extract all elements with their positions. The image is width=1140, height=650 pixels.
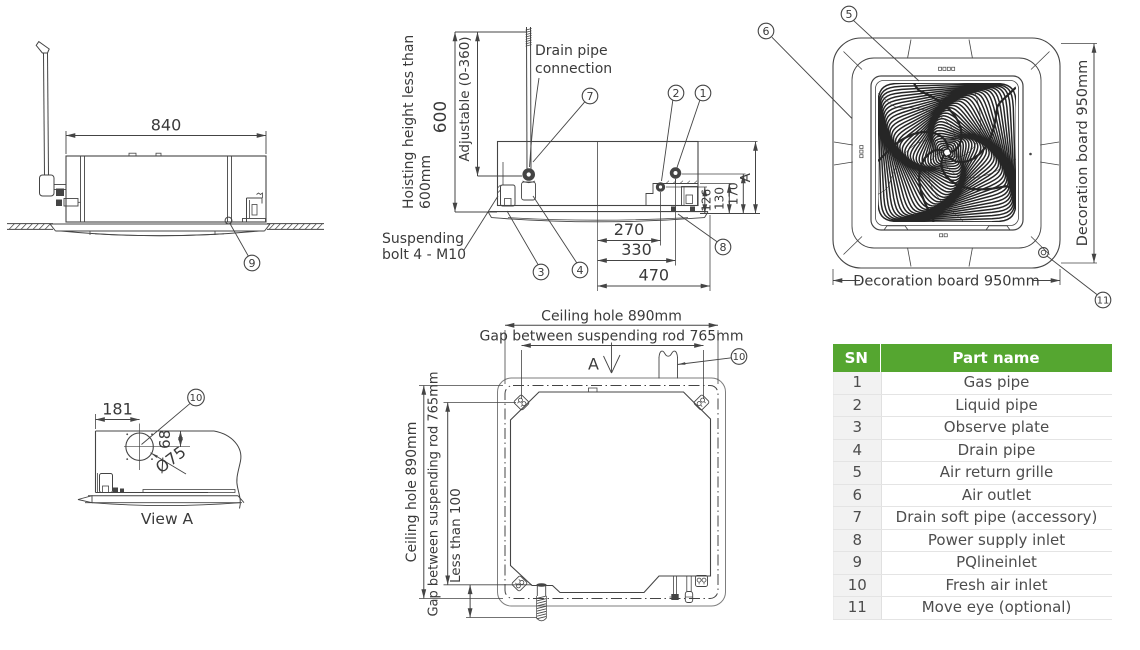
- callout-9-number: 9: [249, 257, 256, 270]
- table-cell-part-name: Liquid pipe: [881, 394, 1112, 416]
- table-header-row: SN Part name: [833, 343, 1112, 372]
- callout-2: 2: [667, 84, 685, 102]
- view-a-caption: View A: [141, 510, 194, 528]
- callout-6-number: 6: [763, 25, 770, 38]
- table-cell-part-name: Observe plate: [881, 417, 1112, 439]
- table-cell-sn: 4: [833, 439, 882, 461]
- table-cell-sn: 1: [833, 372, 882, 394]
- callout-5: 5: [840, 5, 858, 23]
- callout-11: 11: [1094, 291, 1112, 309]
- table-row: 2 Liquid pipe: [833, 394, 1112, 417]
- callout-1-number: 1: [700, 87, 707, 100]
- callout-3-number: 3: [538, 266, 545, 279]
- less-than-100-label: Less than 100: [448, 488, 464, 583]
- callout-6: 6: [757, 22, 775, 40]
- suspending-bolt-label-line1: Suspending: [382, 231, 464, 247]
- table-cell-sn: 6: [833, 484, 882, 506]
- table-row: 10 Fresh air inlet: [833, 574, 1112, 597]
- table-cell-part-name: Gas pipe: [881, 372, 1112, 394]
- dim-270-label: 270: [614, 220, 645, 239]
- table-cell-part-name: Fresh air inlet: [881, 574, 1112, 596]
- dim-181-label: 181: [102, 400, 133, 419]
- dim-68-label: 68: [156, 430, 174, 449]
- rod-gap-left-label: Gap between suspending rod 765mm: [427, 371, 442, 616]
- callout-3: 3: [532, 263, 550, 281]
- callout-10-view-a-number: 10: [190, 393, 203, 404]
- table-row: 1 Gas pipe: [833, 372, 1112, 395]
- fan-grille-swirl: [878, 83, 1016, 222]
- callout-8-number: 8: [720, 241, 727, 254]
- table-cell-part-name: Air outlet: [881, 484, 1112, 506]
- table-cell-sn: 7: [833, 507, 882, 529]
- table-row: 11 Move eye (optional): [833, 597, 1112, 620]
- table-row: 6 Air outlet: [833, 484, 1112, 507]
- corner-hanger: [511, 575, 528, 592]
- dim-330-label: 330: [621, 240, 652, 259]
- table-header-sn: SN: [833, 343, 881, 372]
- table-row: 9 PQlineinlet: [833, 552, 1112, 575]
- callout-4: 4: [571, 261, 589, 279]
- table-row: 3 Observe plate: [833, 417, 1112, 440]
- side-view: 840: [7, 40, 324, 237]
- dim-840-label: 840: [151, 116, 182, 135]
- dim-470-label: 470: [639, 266, 670, 285]
- table-row: 5 Air return grille: [833, 462, 1112, 485]
- ceiling-hole-left-label: Ceiling hole 890mm: [404, 422, 420, 563]
- table-cell-sn: 5: [833, 462, 882, 484]
- dim-600-label: 600: [431, 101, 451, 133]
- table-cell-part-name: PQlineinlet: [881, 552, 1112, 574]
- callout-10-view-a: 10: [187, 388, 205, 407]
- decoration-board-side-label: Decoration board 950mm: [1075, 60, 1091, 247]
- dim-130-label: 130: [712, 187, 726, 210]
- table-cell-part-name: Power supply inlet: [881, 529, 1112, 551]
- callout-5-number: 5: [846, 8, 853, 21]
- adjustable-label: Adjustable (0-360): [457, 36, 473, 161]
- hoisting-height-label-line2: 600mm: [418, 155, 434, 209]
- table-cell-part-name: Drain soft pipe (accessory): [881, 507, 1112, 529]
- table-cell-sn: 2: [833, 394, 882, 416]
- callout-7-number: 7: [587, 90, 594, 103]
- table-cell-sn: 11: [833, 597, 882, 619]
- table-cell-sn: 3: [833, 417, 882, 439]
- section-view: 600 Adjustable (0-360) Hoisting height l…: [382, 26, 760, 291]
- callout-10-plan-number: 10: [733, 352, 746, 363]
- corner-hanger: [693, 394, 710, 411]
- table-cell-part-name: Air return grille: [881, 462, 1112, 484]
- drain-pipe-connection-label-line1: Drain pipe: [535, 43, 608, 59]
- callout-8: 8: [714, 238, 732, 256]
- decoration-board-view: Decoration board 950mm Decoration board …: [832, 37, 1097, 290]
- callout-1: 1: [694, 84, 712, 102]
- callout-10-plan: 10: [730, 348, 748, 365]
- table-row: 8 Power supply inlet: [833, 529, 1112, 552]
- plan-view: A Ceiling hole 890mm Gap between suspend…: [404, 308, 744, 622]
- parts-table: SN Part name 1 Gas pipe 2 Liquid pipe 3 …: [833, 343, 1112, 620]
- callout-4-number: 4: [577, 264, 584, 277]
- callout-2-number: 2: [673, 87, 680, 100]
- table-row: 7 Drain soft pipe (accessory): [833, 507, 1112, 530]
- callout-group: 9 7 2 1 3 4 8 5 6 11 10 10: [141, 5, 1112, 445]
- hoisting-height-label-line1: Hoisting height less than: [401, 35, 417, 209]
- dim-170-label: 170: [726, 182, 740, 205]
- table-cell-part-name: Move eye (optional): [881, 597, 1112, 619]
- callout-7: 7: [581, 87, 599, 105]
- dim-a-label: A: [738, 172, 754, 182]
- decoration-board-bottom-label: Decoration board 950mm: [853, 274, 1040, 290]
- suspending-bolt-label-line2: bolt 4 - M10: [382, 247, 466, 263]
- table-cell-sn: 9: [833, 552, 882, 574]
- view-direction-a-label: A: [588, 355, 599, 374]
- callout-11-number: 11: [1097, 296, 1110, 307]
- ceiling-hole-top-label: Ceiling hole 890mm: [541, 308, 682, 324]
- table-row: 4 Drain pipe: [833, 439, 1112, 462]
- table-header-part-name: Part name: [952, 348, 1040, 367]
- corner-hanger: [695, 575, 708, 587]
- callout-9: 9: [243, 254, 261, 272]
- table-cell-sn: 10: [833, 574, 882, 596]
- rod-gap-top-label: Gap between suspending rod 765mm: [480, 329, 744, 345]
- view-a-detail: 181 68 Ø75 View A: [77, 400, 245, 528]
- dim-126-label: 126: [700, 189, 714, 212]
- table-cell-sn: 8: [833, 529, 882, 551]
- drain-pipe-connection-label-line2: connection: [535, 61, 612, 77]
- table-cell-part-name: Drain pipe: [881, 439, 1112, 461]
